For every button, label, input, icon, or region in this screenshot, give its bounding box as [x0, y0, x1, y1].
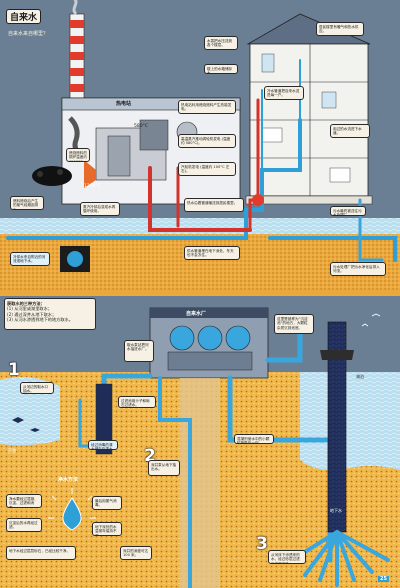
power-plant-label: 热电站 — [116, 101, 132, 107]
top-river — [0, 218, 400, 234]
note-top-4: 汽轮机发电 (温度约 100°C 左右)。 — [178, 162, 236, 176]
note-bot-6: 深井泵从地下抽出水。 — [148, 460, 180, 476]
side-label-1: 河流 — [8, 448, 16, 453]
page-subtitle: 自来水来自哪里？ — [8, 31, 49, 37]
well-shaft — [95, 383, 113, 455]
right-river — [300, 372, 400, 471]
note-bot-2: 取水泵站把河水抽进水厂。 — [124, 340, 154, 362]
note-top-7: 热水沿着管道输送到居民楼里。 — [184, 198, 244, 212]
note-top-16: 污水处理厂把污水净化后排入河流。 — [330, 262, 386, 276]
filter-sand-column — [180, 378, 220, 588]
water-works-label: 自来水厂 — [186, 311, 207, 317]
temp-high: 580°C — [134, 124, 148, 129]
page-number: 25 — [378, 576, 389, 582]
note-top-8: 居民楼里有暖气和热水供应。 — [316, 22, 364, 36]
note-top-2: 高温蒸汽推动涡轮机发电 (温度约 580°C)。 — [178, 134, 236, 148]
intro-item-3: (3) 从河水渗透到地下的地方取水。 — [7, 317, 73, 323]
water-works-building — [149, 307, 269, 379]
note-top-3: 燃烧燃料的锅炉温度约 1200°C。 — [66, 148, 90, 162]
temp-low: 1200°C — [84, 184, 101, 189]
intake-tower — [290, 321, 390, 587]
note-bot-10: 净水要经过混凝、沉淀、过滤和消毒。 — [6, 494, 42, 508]
note-bot-7: 混凝剂使水中的小颗粒聚集在一起。 — [234, 434, 274, 444]
intro-item-1: (1) 从河里或湖里取水； — [7, 306, 52, 312]
side-label-3: 地下水 — [330, 508, 342, 513]
water-drop-icon — [62, 497, 82, 531]
note-top-14: 供水管道埋在地下深处，冬天也不会冻住。 — [184, 246, 240, 260]
note-top-1: 热电站利用燃烧燃料产生热能发电。 — [178, 100, 236, 114]
birds-icon — [361, 313, 381, 327]
note-bot-1: 从河边的取水口抽水。 — [20, 382, 54, 394]
note-bot-5: 经过消毒的清水储存在清水池里。 — [88, 440, 118, 450]
note-bot-8: 深井的深度可达 100 米。 — [120, 546, 152, 560]
note-bot-4: 过滤池用沙子和砾石过滤水。 — [118, 396, 156, 408]
intro-item-2: (2) 通过深井从地下取水； — [7, 311, 57, 317]
note-bot-9: 从河床下渗透来的水，经过砂层过滤后非常干净。 — [268, 550, 306, 564]
side-label-2: 湖泊 — [356, 374, 364, 379]
valve-icon — [252, 194, 264, 206]
note-bot-12: 最后用氯气消毒。 — [92, 496, 122, 510]
intro-box: 获取水的三种方法： (1) 从河里或湖里取水； (2) 通过深井从地下取水； (… — [4, 298, 96, 330]
water-drop-rays — [48, 488, 96, 519]
note-top-15: 污水最终被送往污水处理厂。 — [330, 206, 366, 216]
page-title: 自来水 — [6, 9, 42, 24]
note-top-13: 冷却水来自附近的河流或地下水。 — [10, 252, 50, 266]
note-top-11: 楼上的水箱储存水。 — [204, 64, 238, 74]
left-lake — [0, 377, 60, 446]
note-bot-13: 地下水经过层层砂石，已经比较干净。 — [6, 546, 76, 560]
note-bot-3: 这里是被称为“沉淀池”的地方，大颗粒杂质沉到池底。 — [274, 314, 314, 334]
method-number-3: 3 — [256, 534, 268, 554]
fish-icon — [12, 417, 40, 432]
divider — [0, 290, 400, 296]
method-number-1: 1 — [8, 360, 20, 380]
note-top-5: 燃料燃烧后产生的废气经烟囱排出。 — [10, 196, 44, 210]
filter-title: 净水方法 — [58, 477, 79, 483]
top-pipes — [6, 59, 397, 262]
note-top-10: 水泵把水压送到各个楼层。 — [204, 36, 238, 50]
note-top-9: 冷水管道把自来水送进每一户。 — [264, 86, 304, 100]
note-bot-11: 沉淀后的水再经过滤。 — [6, 518, 42, 532]
pump-icon — [67, 251, 83, 267]
note-top-12: 用过的水流进下水道。 — [330, 124, 370, 138]
intro-title: 获取水的三种方法： — [7, 300, 45, 306]
chimney — [69, 0, 85, 101]
apartment-building — [245, 13, 373, 205]
method-number-2: 2 — [144, 446, 156, 466]
note-bot-14: 地下深处的水温常年保持不变。 — [92, 522, 122, 536]
note-top-6: 蒸汽冷却后变成水再循环使用。 — [80, 202, 120, 216]
